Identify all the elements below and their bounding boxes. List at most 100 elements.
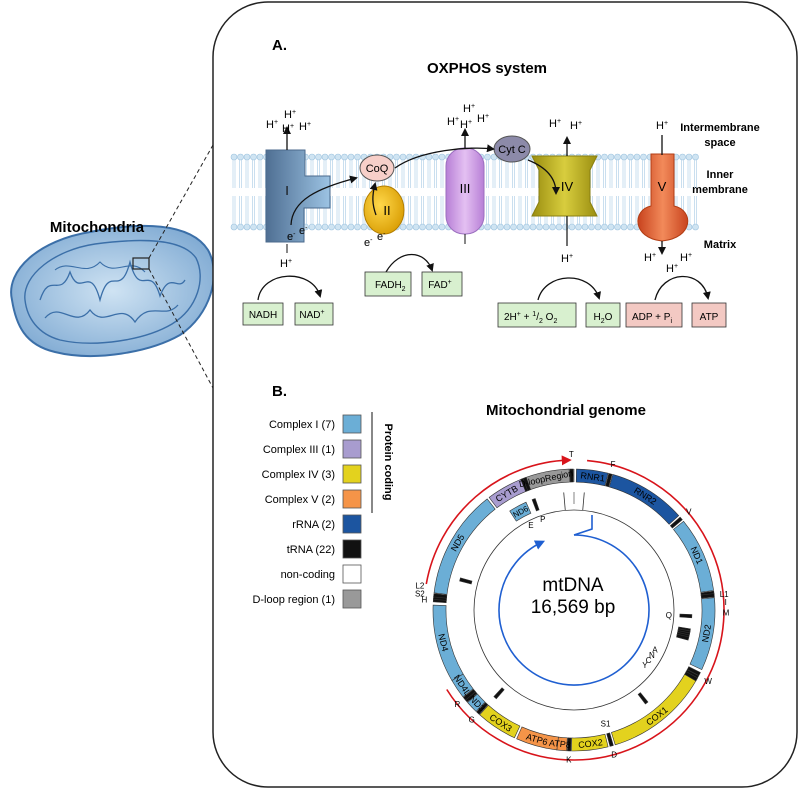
nadh-conversion-arrow [257, 275, 323, 301]
nad-text: NAD+ [299, 309, 324, 321]
trna-r: R [455, 700, 461, 709]
nadh-text: NADH [249, 310, 277, 321]
panel-a-title: OXPHOS system [427, 60, 547, 77]
trna-mark-light [679, 613, 693, 619]
trna-i: I [725, 598, 727, 607]
svg-text:e-: e- [364, 237, 373, 249]
trna-d: D [611, 750, 617, 759]
trna-mark-heavy [669, 516, 683, 529]
trna-s2: S2 [415, 590, 425, 599]
complex-iv [531, 155, 598, 217]
panel-b-title: Mitochondrial genome [486, 402, 646, 419]
svg-text:e-: e- [299, 225, 308, 237]
origin-line-a [563, 492, 566, 511]
svg-text:H+: H+ [463, 103, 475, 115]
fad-text: FAD+ [428, 279, 452, 291]
trna-t: T [569, 450, 574, 459]
trna-w: W [704, 677, 712, 686]
svg-text:H+: H+ [656, 120, 668, 132]
label-nd2: ND2 [700, 624, 713, 643]
gene-nd3 [467, 693, 486, 712]
trna-h: H [421, 595, 427, 604]
complex-ii [363, 185, 405, 235]
svg-text:H+: H+ [561, 253, 573, 265]
trna-mark-light [531, 498, 540, 512]
atp-text: ATP [700, 312, 719, 323]
complex-v [637, 153, 689, 242]
genome-center-name: mtDNA [542, 575, 604, 596]
trna-m: M [723, 608, 730, 617]
origin-line-b [582, 492, 585, 511]
trna-mark-heavy [606, 732, 614, 747]
label-atp8: ATP8 [549, 738, 572, 750]
panel-a-letter: A. [272, 37, 287, 54]
trna-mark-light [459, 577, 473, 585]
trna-g: G [469, 716, 475, 725]
legend-label: rRNA (2) [292, 519, 335, 531]
svg-text:H+: H+ [460, 119, 472, 131]
legend-swatch [342, 464, 362, 484]
gene-legend: Complex I (7)Complex III (1)Complex IV (… [252, 414, 362, 609]
protein-coding-label: Protein coding [382, 424, 394, 501]
fad-box [421, 271, 463, 297]
svg-text:H+: H+ [280, 258, 292, 270]
fadh2-box [364, 271, 412, 297]
trna-l2: L2 [415, 581, 424, 590]
svg-text:H+: H+ [549, 118, 561, 130]
electron-flow-ii-arrow [369, 182, 378, 216]
trna-v: V [686, 508, 692, 517]
legend-swatch [342, 489, 362, 509]
trna-c: C [646, 656, 652, 665]
legend-label: Complex I (7) [269, 419, 335, 431]
gene-nd1 [673, 520, 714, 593]
label-rnr1: RNR1 [580, 470, 606, 483]
heavy-strand-arrow-b [446, 459, 725, 761]
legend-swatch [342, 539, 362, 559]
inner-circle [473, 509, 675, 711]
gene-cox1 [611, 673, 697, 746]
trna-mark-heavy [567, 737, 572, 752]
gene-nd4 [432, 604, 464, 681]
fadh2-conversion-arrow [385, 254, 434, 273]
trna-e: E [528, 521, 533, 530]
coq-label: CoQ [366, 163, 389, 175]
trna-mark-heavy [522, 476, 532, 492]
electron-labels: e- e- e- e- [287, 225, 386, 249]
label-cox2: COX2 [578, 737, 604, 750]
water-reactants-text: 2H+ + 1/2 O2 [504, 311, 557, 325]
legend-swatch [342, 514, 362, 534]
legend-label: D-loop region (1) [252, 594, 335, 606]
legend-swatch [342, 439, 362, 459]
trna-mark-light [493, 687, 505, 700]
gene-atp6 [516, 726, 559, 751]
complex-iii-label: III [460, 181, 471, 196]
coq-to-cytc-arrow [394, 144, 495, 169]
trna-y: Y [642, 661, 648, 670]
svg-text:H+: H+ [266, 119, 278, 131]
trna-mark-heavy [684, 671, 698, 682]
adp-box [625, 302, 683, 328]
heavy-strand-arrow-a [425, 455, 572, 585]
gene-nd5 [433, 498, 496, 595]
trna-mark-heavy [462, 688, 476, 701]
svg-text:e-: e- [377, 231, 386, 243]
svg-text:H+: H+ [644, 252, 656, 264]
svg-text:H+: H+ [570, 120, 582, 132]
trna-s1: S1 [601, 720, 611, 729]
legend-swatch [342, 589, 362, 609]
trna-mark-heavy [569, 468, 574, 483]
trna-f: F [611, 460, 616, 469]
trna-q: Q [666, 611, 672, 620]
gene-cox2 [571, 733, 609, 752]
electron-flow-i-arrow [290, 175, 358, 226]
atp-box [691, 302, 727, 328]
legend-label: tRNA (22) [287, 544, 335, 556]
cytc-label: Cyt C [498, 144, 526, 156]
complex-v-label: V [658, 179, 667, 194]
cytc-to-iv-arrow [527, 159, 560, 195]
gene-nd6 [509, 501, 532, 522]
legend-label: Complex IV (3) [262, 469, 335, 481]
